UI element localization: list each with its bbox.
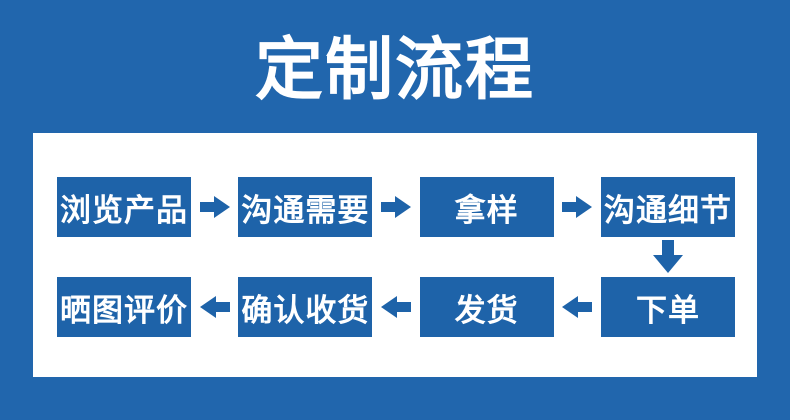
flow-panel: 浏览产品 沟通需要 拿样 沟通细节 <box>33 133 757 377</box>
flow-step-communicate-needs: 沟通需要 <box>238 177 373 237</box>
arrow-right-icon <box>372 195 419 219</box>
flow-step-communicate-details: 沟通细节 <box>600 177 735 237</box>
flow-step-shipping: 发货 <box>419 277 554 337</box>
arrow-left-icon <box>372 295 419 319</box>
page-title: 定制流程 <box>254 31 535 108</box>
flow-step-browse-products: 浏览产品 <box>57 177 191 237</box>
flow-row-return: 晒图评价 确认收货 发货 下单 <box>57 277 735 337</box>
arrow-left-icon <box>554 295 601 319</box>
arrow-right-icon <box>554 195 601 219</box>
flow-step-place-order: 下单 <box>600 277 735 337</box>
header: 定制流程 <box>0 0 790 133</box>
arrow-down-icon <box>652 240 684 273</box>
flow-step-confirm-receipt: 确认收货 <box>238 277 373 337</box>
flow-row-forward: 浏览产品 沟通需要 拿样 沟通细节 <box>57 177 735 237</box>
arrow-left-icon <box>191 295 238 319</box>
flow-step-sampling: 拿样 <box>419 177 554 237</box>
flow-step-photo-review: 晒图评价 <box>57 277 191 337</box>
arrow-right-icon <box>191 195 238 219</box>
